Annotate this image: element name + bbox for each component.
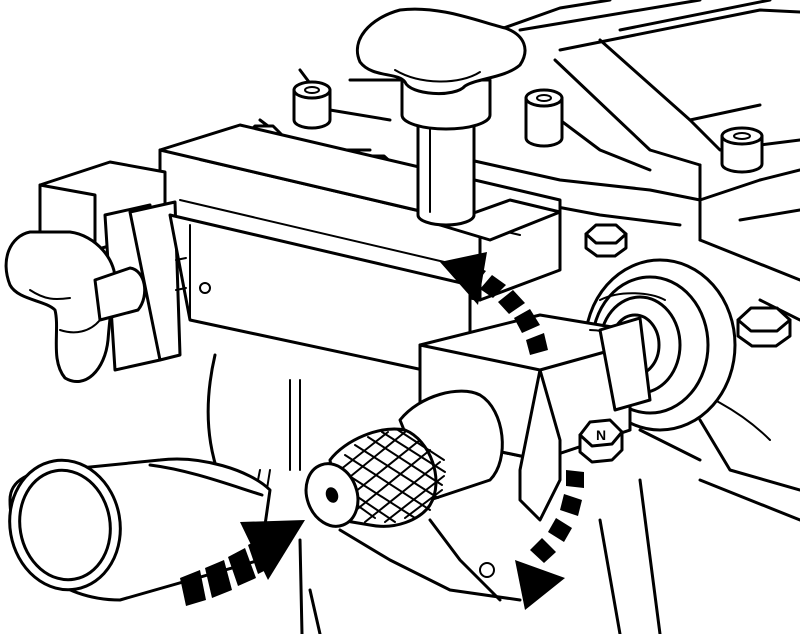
rotate-up-arrow	[440, 252, 548, 355]
hex-bolt-4	[736, 306, 792, 348]
t-handle-screw	[355, 7, 527, 227]
coolant-pipe	[8, 457, 272, 602]
clamp-knob-left	[4, 230, 147, 384]
knurled-plunger	[304, 389, 504, 528]
nut-letter: N	[596, 427, 606, 443]
hex-bolt-3	[584, 223, 628, 258]
holding-fixture-frame	[38, 123, 562, 382]
locking-nut: N	[578, 418, 624, 464]
cylinder-studs	[292, 80, 764, 174]
rotate-down-arrow	[515, 470, 584, 610]
push-in-arrow	[180, 520, 305, 606]
